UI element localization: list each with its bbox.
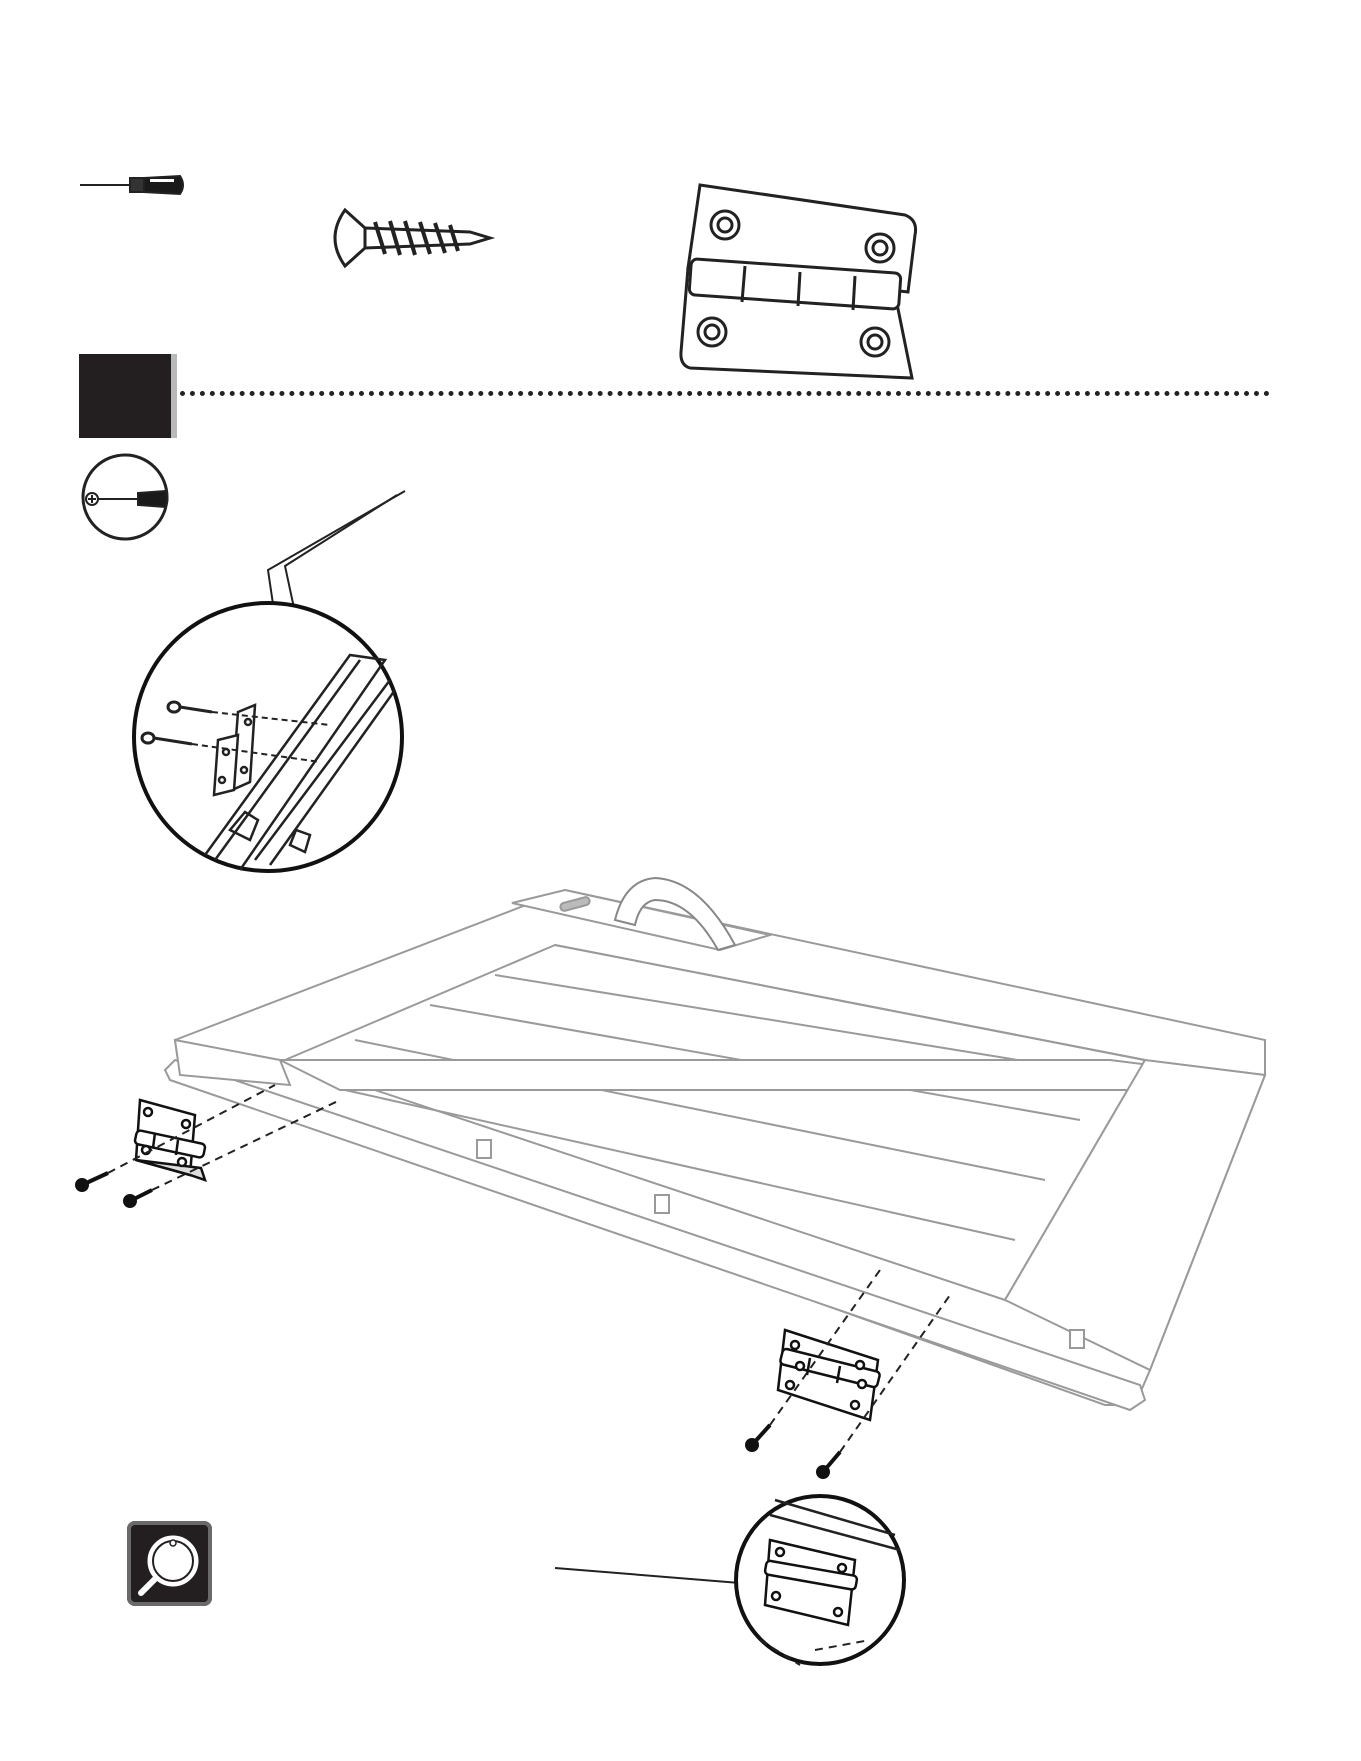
door-panel — [165, 878, 1265, 1410]
detail-circle-top — [134, 603, 402, 871]
left-screws — [77, 1173, 152, 1206]
magnifier-icon — [127, 1521, 212, 1606]
detail-badge — [127, 1521, 212, 1606]
right-hinge — [778, 1330, 880, 1420]
right-screws — [747, 1425, 840, 1477]
detail-circle-bottom — [555, 1496, 904, 1665]
